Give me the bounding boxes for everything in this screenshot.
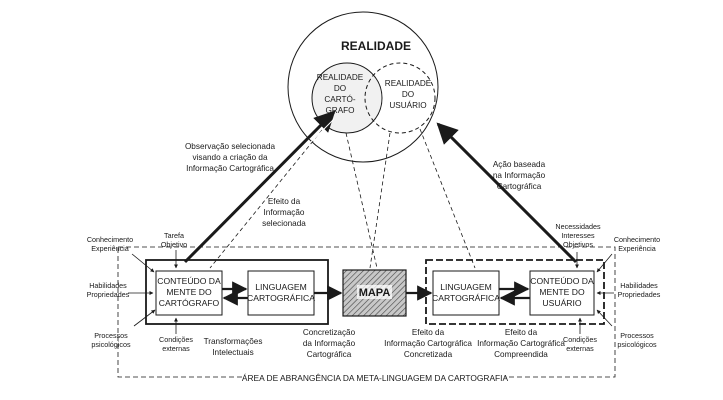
svg-text:Tarefa: Tarefa [164, 231, 184, 240]
processos-left-label: Processos psicológicos [91, 331, 131, 349]
svg-text:Conhecimento: Conhecimento [614, 235, 660, 244]
svg-text:MENTE DO: MENTE DO [539, 287, 585, 297]
observacao-arrow [183, 110, 336, 264]
svg-text:MENTE DO: MENTE DO [166, 287, 212, 297]
svg-text:Compreendida: Compreendida [494, 350, 548, 359]
svg-text:Informação: Informação [264, 208, 305, 217]
mente-usuario-box [529, 270, 595, 316]
svg-text:DO: DO [402, 90, 414, 99]
svg-text:Ação baseada: Ação baseada [493, 160, 546, 169]
svg-text:Concretizada: Concretizada [404, 350, 453, 359]
condicoes-right-label: Condições externas [563, 335, 597, 353]
efeito-concretizada-label: Efeito da Informação Cartográfica Concre… [384, 328, 472, 359]
svg-text:CARTOGRÁFICA: CARTOGRÁFICA [247, 293, 315, 303]
svg-text:Efeito da: Efeito da [268, 197, 301, 206]
acao-arrow [436, 122, 578, 264]
habilidades-left-label: Habilidades Propriedades [87, 281, 130, 299]
svg-text:Experiência: Experiência [618, 244, 656, 253]
observacao-label: Observação selecionada visando a criação… [185, 142, 276, 173]
svg-text:Propriedades: Propriedades [87, 290, 130, 299]
realidade-cartografo-label: REALIDADE DO CARTÓ- GRAFO [317, 73, 364, 115]
mente-usuario-label: CONTEÚDO DA MENTE DO USUÁRIO [530, 276, 594, 308]
svg-text:Transformações: Transformações [204, 337, 263, 346]
svg-text:selecionada: selecionada [262, 219, 306, 228]
svg-text:USUÁRIO: USUÁRIO [542, 298, 581, 308]
linguagem-right-label: LINGUAGEM CARTOGRÁFICA [432, 282, 500, 303]
svg-text:Informação Cartográfica: Informação Cartográfica [477, 339, 565, 348]
realidade-usuario-label: REALIDADE DO USUÁRIO [385, 79, 432, 110]
svg-text:CARTOGRÁFICA: CARTOGRÁFICA [432, 293, 500, 303]
svg-text:Objetivos: Objetivos [563, 240, 593, 249]
conhecimento-left-label: Conhecimento Experiência [87, 235, 133, 253]
flow-arrows [222, 281, 530, 306]
svg-text:externas: externas [162, 344, 190, 353]
svg-text:LINGUAGEM: LINGUAGEM [255, 282, 307, 292]
svg-text:visando a criação da: visando a criação da [192, 153, 268, 162]
svg-text:Informação Cartográfica: Informação Cartográfica [186, 164, 274, 173]
svg-text:Concretização: Concretização [303, 328, 356, 337]
svg-text:Interesses: Interesses [561, 231, 595, 240]
svg-text:Experiência: Experiência [91, 244, 129, 253]
mente-cartografo-box [155, 270, 223, 316]
mapa-label: MAPA [359, 287, 391, 299]
svg-text:LINGUAGEM: LINGUAGEM [440, 282, 492, 292]
necessidades-label: Necessidades Interesses Objetivos [555, 222, 601, 249]
linguagem-cartografica-right-box [432, 270, 500, 316]
footer-backdrop [245, 371, 505, 383]
tarefa-label: Tarefa Objetivo [161, 231, 187, 249]
efeito-selecionada-label: Efeito da Informação selecionada [262, 197, 306, 228]
dashed-connectors [209, 128, 476, 269]
svg-text:da Informação: da Informação [303, 339, 356, 348]
svg-text:Processos: Processos [94, 331, 128, 340]
observacao-arrow-inner [187, 118, 335, 266]
linguagem-left-label: LINGUAGEM CARTOGRÁFICA [247, 282, 315, 303]
conhecimento-right-label: Conhecimento Experiência [614, 235, 660, 253]
svg-text:Condições: Condições [563, 335, 597, 344]
svg-text:Efeito da: Efeito da [412, 328, 445, 337]
svg-text:Habilidades: Habilidades [89, 281, 127, 290]
svg-text:Processos: Processos [620, 331, 654, 340]
acao-label: Ação baseada na Informação Cartográfica [493, 160, 546, 191]
svg-text:REALIDADE: REALIDADE [317, 73, 364, 82]
mente-cartografo-label: CONTEÚDO DA MENTE DO CARTÓGRAFO [157, 276, 221, 308]
efeito-compreendida-label: Efeito da Informação Cartográfica Compre… [477, 328, 565, 359]
habilidades-right-label: Habilidades Propriedades [618, 281, 661, 299]
svg-text:CARTÓ-: CARTÓ- [324, 94, 356, 104]
svg-text:Observação selecionada: Observação selecionada [185, 142, 276, 151]
svg-text:Intelectuais: Intelectuais [212, 348, 253, 357]
svg-text:Habilidades: Habilidades [620, 281, 658, 290]
svg-text:Cartográfica: Cartográfica [497, 182, 542, 191]
mapa-label-backdrop [357, 285, 392, 299]
svg-text:psicológicos: psicológicos [617, 340, 657, 349]
svg-text:CONTEÚDO DA: CONTEÚDO DA [530, 276, 594, 286]
right-influence-arrows [575, 252, 614, 334]
svg-text:psicológicos: psicológicos [91, 340, 131, 349]
svg-text:USUÁRIO: USUÁRIO [389, 100, 426, 110]
svg-text:Condições: Condições [159, 335, 193, 344]
svg-text:Cartográfica: Cartográfica [307, 350, 352, 359]
condicoes-left-label: Condições externas [159, 335, 193, 353]
transformacoes-label: Transformações Intelectuais [204, 337, 263, 357]
left-influence-arrows [128, 250, 178, 334]
svg-text:Conhecimento: Conhecimento [87, 235, 133, 244]
footer-label: ÁREA DE ABRANGÊNCIA DA META-LINGUAGEM DA… [242, 373, 509, 383]
svg-text:REALIDADE: REALIDADE [385, 79, 432, 88]
svg-text:Necessidades: Necessidades [555, 222, 601, 231]
svg-text:CONTEÚDO DA: CONTEÚDO DA [157, 276, 221, 286]
svg-text:na Informação: na Informação [493, 171, 546, 180]
processos-right-label: Processos psicológicos [617, 331, 657, 349]
svg-text:GRAFO: GRAFO [325, 106, 354, 115]
concretizacao-label: Concretização da Informação Cartográfica [303, 328, 356, 359]
realidade-title: REALIDADE [341, 39, 411, 53]
svg-text:Informação Cartográfica: Informação Cartográfica [384, 339, 472, 348]
svg-text:CARTÓGRAFO: CARTÓGRAFO [159, 298, 220, 308]
svg-text:DO: DO [334, 84, 346, 93]
realidade-usuario-circle [364, 62, 436, 134]
svg-text:externas: externas [566, 344, 594, 353]
svg-text:Efeito da: Efeito da [505, 328, 538, 337]
svg-text:Propriedades: Propriedades [618, 290, 661, 299]
svg-text:Objetivo: Objetivo [161, 240, 187, 249]
